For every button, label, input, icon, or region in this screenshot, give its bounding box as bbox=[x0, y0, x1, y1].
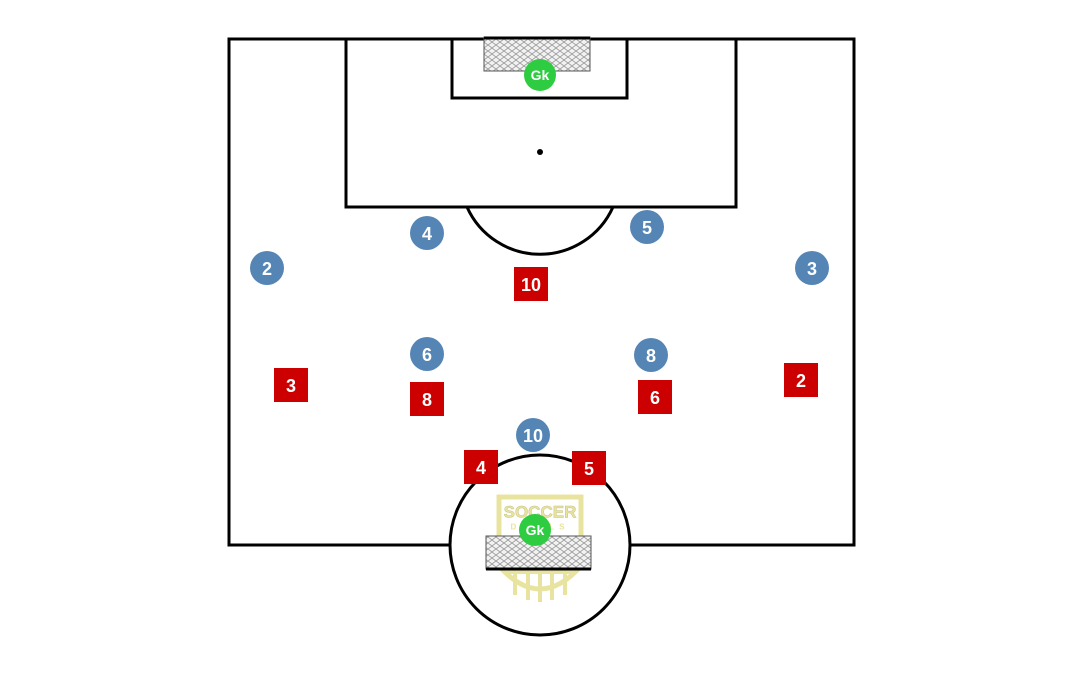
blue-player[interactable]: 3 bbox=[795, 251, 829, 285]
blue-player-number: 6 bbox=[422, 345, 432, 365]
goalkeeper[interactable]: Gk bbox=[524, 59, 556, 91]
red-player[interactable]: 10 bbox=[514, 267, 548, 301]
blue-player-number: 8 bbox=[646, 346, 656, 366]
red-player-number: 3 bbox=[286, 376, 296, 396]
blue-player-number: 10 bbox=[523, 426, 543, 446]
blue-player[interactable]: 5 bbox=[630, 210, 664, 244]
penalty-arc bbox=[465, 206, 615, 256]
goalkeeper-label: Gk bbox=[526, 522, 545, 538]
goalkeeper[interactable]: Gk bbox=[519, 514, 551, 546]
red-player[interactable]: 5 bbox=[572, 451, 606, 485]
logo-text-soccer: SOCCER bbox=[504, 503, 577, 522]
red-player[interactable]: 2 bbox=[784, 363, 818, 397]
red-player-number: 8 bbox=[422, 390, 432, 410]
blue-player[interactable]: 4 bbox=[410, 216, 444, 250]
blue-player[interactable]: 10 bbox=[516, 418, 550, 452]
goalkeeper-label: Gk bbox=[531, 67, 550, 83]
red-player-number: 2 bbox=[796, 371, 806, 391]
blue-player[interactable]: 6 bbox=[410, 337, 444, 371]
blue-player-number: 5 bbox=[642, 218, 652, 238]
blue-player-number: 2 bbox=[262, 259, 272, 279]
blue-player-number: 4 bbox=[422, 224, 432, 244]
red-player[interactable]: 4 bbox=[464, 450, 498, 484]
red-player[interactable]: 8 bbox=[410, 382, 444, 416]
blue-player-number: 3 bbox=[807, 259, 817, 279]
penalty-spot bbox=[537, 149, 543, 155]
red-player-number: 6 bbox=[650, 388, 660, 408]
red-player-number: 5 bbox=[584, 459, 594, 479]
red-player[interactable]: 6 bbox=[638, 380, 672, 414]
blue-player[interactable]: 2 bbox=[250, 251, 284, 285]
red-player[interactable]: 3 bbox=[274, 368, 308, 402]
blue-player[interactable]: 8 bbox=[634, 338, 668, 372]
red-player-number: 10 bbox=[521, 275, 541, 295]
red-player-number: 4 bbox=[476, 458, 486, 478]
